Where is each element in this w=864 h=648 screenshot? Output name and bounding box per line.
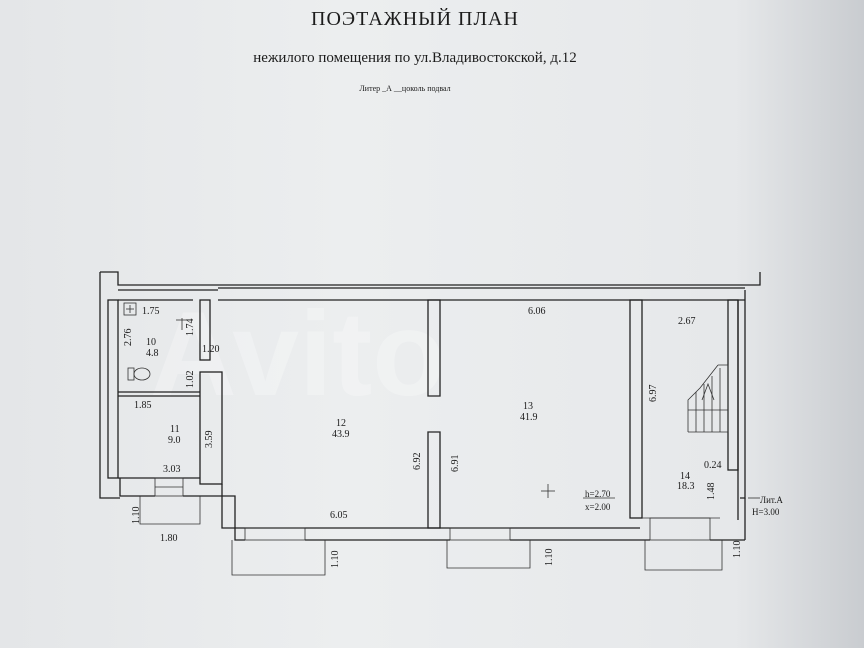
plan-subtitle: нежилого помещения по ул.Владивостокской… — [253, 50, 577, 66]
mark-x: x=2.00 — [585, 502, 611, 512]
dim-1-10-b: 1.10 — [330, 551, 341, 569]
stairs-icon — [687, 364, 729, 433]
dim-6-92: 6.92 — [412, 453, 423, 471]
legend-height: H=3.00 — [752, 507, 780, 517]
dim-6-05: 6.05 — [330, 510, 348, 521]
room-14-walls — [642, 299, 760, 571]
plan-title: ПОЭТАЖНЫЙ ПЛАН — [311, 8, 519, 30]
dim-1-02: 1.02 — [185, 371, 196, 389]
room-number-13: 13 — [523, 401, 533, 412]
dim-1-10-c: 1.10 — [544, 549, 555, 567]
dim-2-67: 2.67 — [678, 316, 696, 327]
room-12-walls — [231, 299, 441, 576]
dim-1-74: 1.74 — [185, 319, 196, 337]
sink-icon — [123, 302, 137, 316]
dim-1-10-d: 1.10 — [732, 541, 743, 559]
room-area-11: 9.0 — [168, 435, 181, 446]
dim-1-48: 1.48 — [706, 483, 717, 501]
room-area-13: 41.9 — [520, 412, 538, 423]
dim-6-06: 6.06 — [528, 306, 546, 317]
dim-2-76: 2.76 — [123, 329, 134, 347]
room-13-walls — [446, 299, 643, 569]
watermark: Avito — [150, 287, 446, 421]
room-area-14: 18.3 — [677, 481, 695, 492]
dim-1-10-a: 1.10 — [131, 507, 142, 525]
room-number-10: 10 — [146, 337, 156, 348]
dim-3-03: 3.03 — [163, 464, 181, 475]
room-area-10: 4.8 — [146, 348, 159, 359]
legend-lit: Лит.А — [760, 495, 783, 505]
mark-h: h=2.70 — [585, 489, 611, 499]
dim-1-75: 1.75 — [142, 306, 160, 317]
room-number-14: 14 — [680, 471, 690, 482]
dim-6-91: 6.91 — [450, 455, 461, 473]
room-number-11: 11 — [170, 424, 180, 435]
rooms-10-11-walls — [107, 299, 223, 525]
dim-0-24: 0.24 — [704, 460, 722, 471]
toilet-icon — [133, 367, 151, 381]
dim-1-80: 1.80 — [160, 533, 178, 544]
room-area-12: 43.9 — [332, 429, 350, 440]
dim-1-85: 1.85 — [134, 400, 152, 411]
room-number-12: 12 — [336, 418, 346, 429]
dim-6-97: 6.97 — [648, 385, 659, 403]
litera-line: Литер _А __цоколь подвал — [359, 84, 451, 93]
dim-3-59: 3.59 — [204, 431, 215, 449]
dim-1-20: 1.20 — [202, 344, 220, 355]
